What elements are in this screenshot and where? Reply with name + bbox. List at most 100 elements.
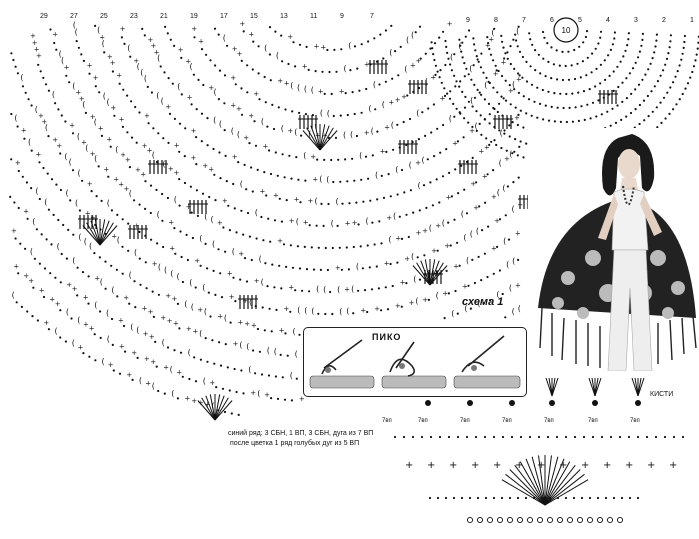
arc-mark: ( <box>177 82 180 91</box>
chain-dot <box>204 337 207 340</box>
arc-mark: ( <box>152 150 155 159</box>
arc-mark: ( <box>77 316 80 325</box>
stitch-mark: + <box>110 104 116 112</box>
chain-dot <box>511 152 514 155</box>
chain-dot <box>434 73 437 76</box>
stitch-mark: + <box>144 112 150 120</box>
picot-ring <box>536 516 544 524</box>
chain-dot <box>515 39 518 42</box>
chain-dot <box>9 195 12 198</box>
chain-dot <box>181 375 184 378</box>
chain-dot <box>246 211 250 215</box>
stitch-mark: + <box>435 222 441 230</box>
chain-dot <box>209 315 212 318</box>
chain-dot <box>143 34 146 37</box>
chain-dot <box>442 123 445 127</box>
chain-dot <box>508 496 512 500</box>
arc-mark: ( <box>35 187 38 196</box>
chain-dot <box>488 122 491 125</box>
chain-dot <box>455 80 458 83</box>
arc-mark: ( <box>463 233 466 242</box>
fan-stitch <box>214 397 229 421</box>
chain-dot <box>681 435 685 439</box>
chain-dot <box>273 219 277 222</box>
stitch-mark: + <box>194 257 200 265</box>
chain-dot <box>308 290 311 293</box>
chain-dot <box>17 169 20 173</box>
chain-dot <box>502 97 505 100</box>
stitch-mark: + <box>232 153 238 161</box>
chain-dot <box>390 24 393 27</box>
chain-dot <box>591 101 595 104</box>
chain-dot <box>206 117 209 120</box>
stitch-mark: + <box>447 20 453 28</box>
stitch-mark: + <box>287 127 293 135</box>
chain-dot <box>391 284 394 288</box>
fan-stitch <box>302 130 321 151</box>
chain-dot <box>487 80 490 83</box>
chain-dot <box>426 158 429 161</box>
chain-dot <box>627 435 631 439</box>
chain-dot <box>485 137 488 140</box>
arc-mark: ( <box>450 53 453 62</box>
stitch-mark: + <box>625 460 633 471</box>
chain-dot <box>611 43 615 46</box>
tassel-strand <box>551 377 559 397</box>
chain-dot <box>157 293 160 296</box>
chain-dot <box>87 275 90 278</box>
chain-dot <box>550 77 553 80</box>
chain-dot <box>513 150 516 153</box>
chain-dot <box>97 165 100 168</box>
chain-dot <box>590 71 593 74</box>
arc-mark: ( <box>484 80 487 89</box>
chain-dot <box>121 272 124 275</box>
chain-dot <box>512 181 515 184</box>
arc-mark: ( <box>451 309 454 318</box>
chain-dot <box>49 272 52 275</box>
stitch-mark: + <box>15 159 21 167</box>
chain-dot <box>320 202 323 205</box>
chain-dot <box>655 33 659 36</box>
chain-dot <box>492 59 495 62</box>
chain-dot <box>506 57 509 60</box>
chain-dot <box>588 88 591 91</box>
chain-dot <box>456 312 459 315</box>
chain-dot <box>620 496 624 500</box>
chain-dot <box>496 245 499 248</box>
stitch-mark: + <box>485 42 491 50</box>
chain-dot <box>506 51 509 54</box>
stitch-mark: + <box>559 460 567 471</box>
chain-dot <box>280 220 283 223</box>
chain-dot <box>251 68 254 71</box>
chain-dot <box>684 87 687 90</box>
chain-dot <box>664 63 667 66</box>
chain-dot <box>360 43 363 46</box>
chain-dot <box>301 289 304 292</box>
chain-dot <box>305 45 308 49</box>
chain-dot <box>299 201 302 204</box>
chain-dot <box>475 181 478 184</box>
stitch-mark: + <box>222 197 228 205</box>
chain-dot <box>173 117 176 120</box>
stitch-mark: + <box>108 361 114 369</box>
stitch-mark: + <box>264 391 270 399</box>
chain-dot <box>304 113 307 116</box>
picot-ring <box>476 516 484 524</box>
chain-dot <box>205 53 208 56</box>
chain-dot <box>300 134 303 137</box>
chain-dot <box>366 244 369 247</box>
stitch-mark: + <box>152 260 158 268</box>
stitch-mark: + <box>134 222 140 230</box>
chain-dot <box>49 28 52 31</box>
chain-dot <box>412 211 415 214</box>
stitch-mark: + <box>41 118 47 126</box>
chain-dot <box>400 305 403 308</box>
chain-dot <box>362 200 365 203</box>
chain-dot <box>585 74 588 77</box>
tassel-knot <box>635 400 641 406</box>
arc-mark: ( <box>139 376 142 385</box>
chain-dot <box>402 435 406 439</box>
chain-dot <box>151 290 154 293</box>
chain-dot <box>274 151 277 154</box>
chain-dot <box>478 205 481 208</box>
